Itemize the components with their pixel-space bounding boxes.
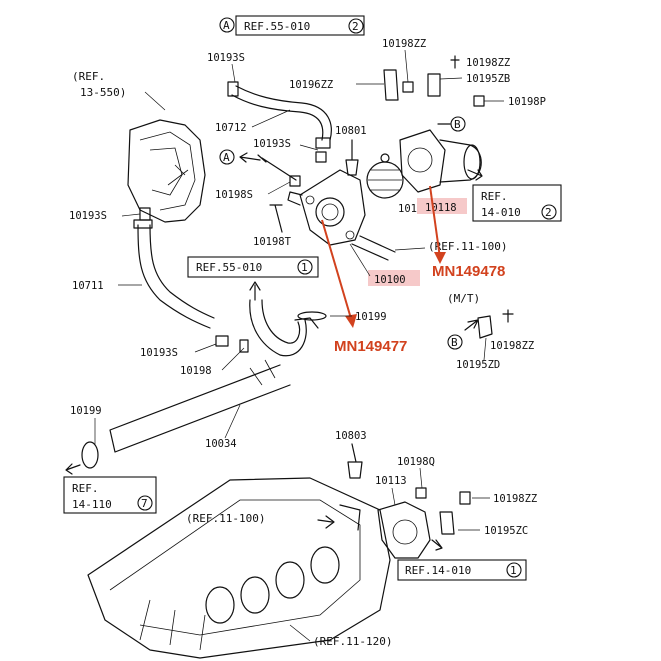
label-10196zz-top: 10196ZZ [289,79,333,91]
label-10195zd: 10195ZD [456,359,500,371]
ref-box-14-010-right: REF. 14-010 2 [472,184,562,222]
ref-label-14-right: REF. [481,190,508,203]
label-10198p: 10198P [508,96,546,108]
label-10801: 10801 [335,125,367,137]
label-10199-mid: 10199 [355,311,387,323]
outlet-10118 [399,129,482,193]
ref-num-55-mid: 1 [301,261,308,274]
label-10198zz-top2: 10198ZZ [466,57,510,69]
circle-b-label-2: B [451,336,458,349]
label-10193s-low: 10193S [140,347,178,359]
label-10193s-mid: 10193S [253,138,291,150]
label-mt: (M/T) [447,292,480,305]
pipe-10034 [109,299,319,453]
ref-box-14-110: REF. 14-110 7 [63,476,157,514]
circle-a-label: A [223,19,230,32]
ref-box-55-010-top: A REF.55-010 2 [219,15,365,36]
ref-label-11-bottom: (REF.11-100) [186,512,265,525]
label-10195zc: 10195ZC [484,525,528,537]
hose-10711 [133,219,215,329]
outlet-10113 [377,501,443,559]
hose-10712 [227,81,332,149]
label-10113: 10113 [375,475,407,487]
label-10198-low: 10198 [180,365,212,377]
label-10198zz-mt: 10198ZZ [490,340,534,352]
circle-b-label: B [454,118,461,131]
ref-label-14-right-b: 14-010 [481,206,521,219]
label-10118: 10118 [425,202,457,214]
ref-label-14-left: REF. [72,482,99,495]
label-10034: 10034 [205,438,237,450]
label-10803: 10803 [335,430,367,442]
engine-housing-left [127,119,206,223]
label-10100: 10100 [374,274,406,286]
ref-box-55-010-mid: REF.55-010 1 [187,256,319,278]
thermostat-10110 [366,153,404,199]
label-10198zz-low: 10198ZZ [493,493,537,505]
ref-num-14-right: 2 [545,206,552,219]
label-10711: 10711 [72,280,104,292]
label-10193s-top: 10193S [207,52,245,64]
label-10712: 10712 [215,122,247,134]
label-10198s: 10198S [215,189,253,201]
ref-label-55-mid: REF.55-010 [196,261,262,274]
ref-label-11-top: (REF.11-100) [428,240,507,253]
ref-label-13: (REF. [72,70,105,83]
highlight-mn149477: MN149477 [334,338,407,355]
ref-num-top: 2 [352,20,359,33]
label-10198t: 10198T [253,236,292,248]
ref-box-14-010-bottom: REF.14-010 1 [397,559,527,581]
ref-label-55-010-top: REF.55-010 [244,20,310,33]
housing-10100 [287,169,366,246]
label-10198zz-top: 10198ZZ [382,38,426,50]
ref-label-14-left-b: 14-110 [72,498,112,511]
ref-label-11-120: (REF.11-120) [313,635,392,648]
label-10198q: 10198Q [397,456,435,468]
highlight-mn149478: MN149478 [432,263,505,280]
ref-num-14-bottom: 1 [510,564,517,577]
bolt-10198s [257,154,301,187]
label-10195zb: 10195ZB [466,73,510,85]
label-10193s-left: 10193S [69,210,107,222]
ref-label-13b: 13-550) [80,86,126,99]
ref-num-14-left: 7 [141,497,148,510]
label-10199-left: 10199 [70,405,102,417]
cylinder-head [87,477,391,659]
circle-a-label-2: A [223,151,230,164]
ref-label-14-bottom: REF.14-010 [405,564,471,577]
